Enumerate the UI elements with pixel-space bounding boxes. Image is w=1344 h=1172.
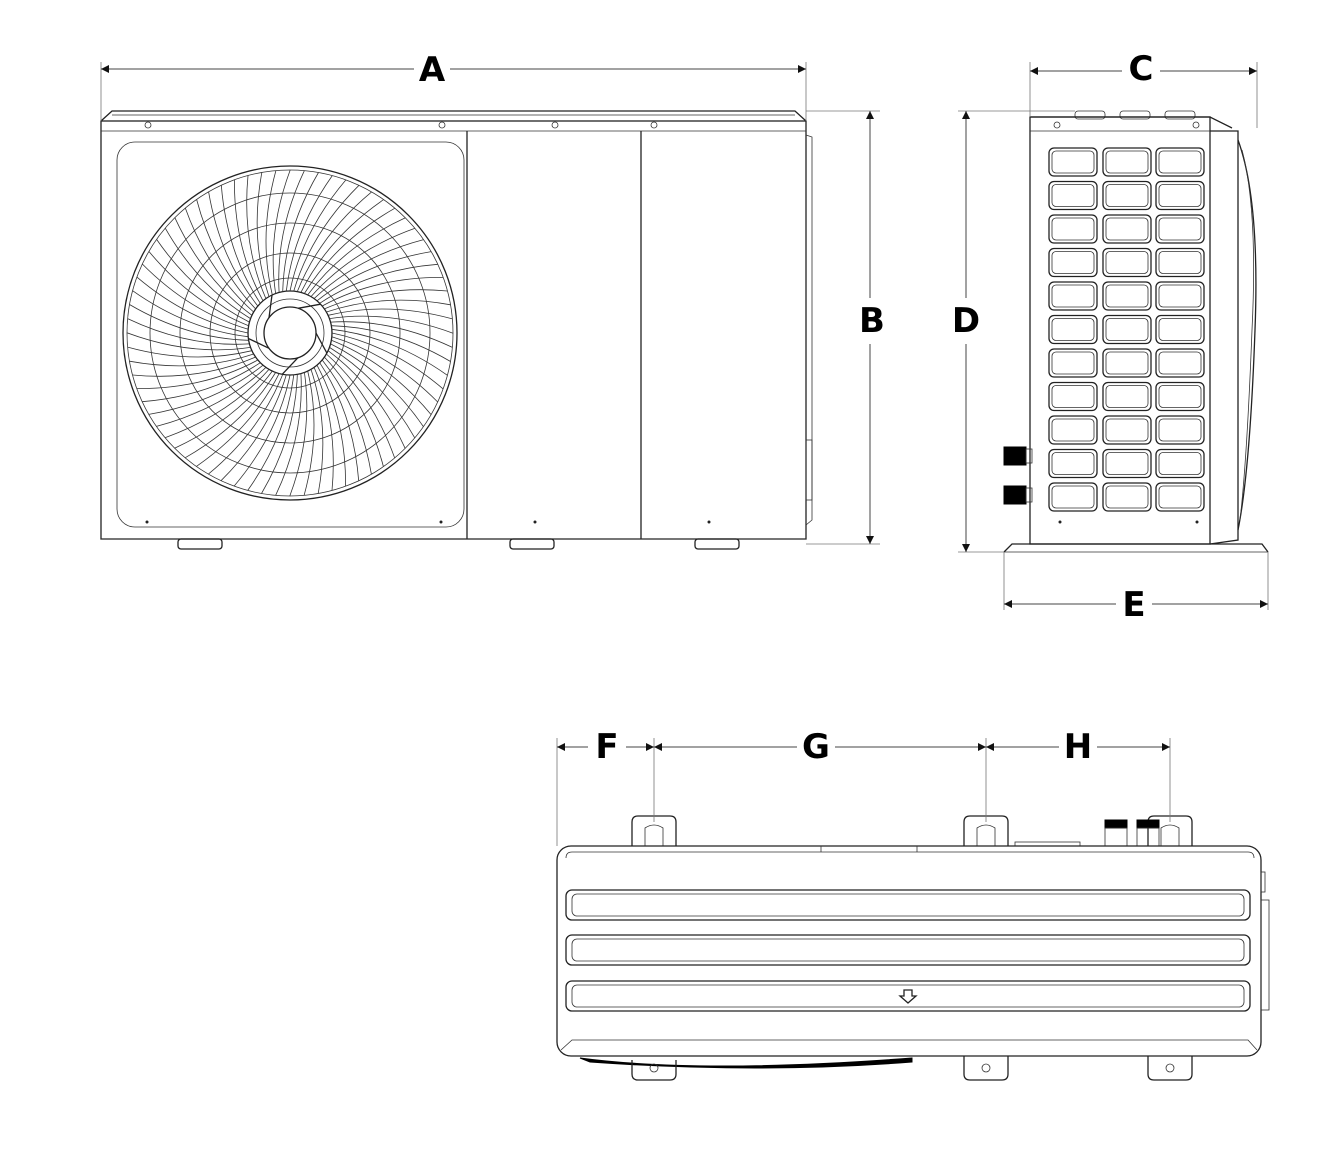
dimension-label-g: G [802, 727, 830, 767]
louvre-slat [565, 889, 1251, 1012]
top-view [556, 815, 1270, 1081]
dimension-label-c: C [1129, 49, 1154, 89]
dimension-label-b: B [859, 301, 885, 341]
mounting-bracket [631, 1056, 1193, 1081]
pipe-connection [1003, 446, 1033, 505]
airflow-arrow-icon [898, 989, 918, 1004]
dimension-label-e: E [1122, 585, 1145, 625]
screw-icon [144, 121, 658, 129]
dimension-label-a: A [419, 50, 446, 90]
dimension-lines: A B C D E F G H [100, 49, 1269, 846]
dimension-label-f: F [595, 727, 618, 767]
side-view [1003, 110, 1269, 553]
fan-grille [122, 165, 458, 501]
dimension-label-h: H [1064, 727, 1092, 767]
louvre-grid [1048, 147, 1205, 512]
dimension-label-d: D [952, 301, 980, 341]
foot [177, 538, 740, 550]
front-view [100, 110, 813, 550]
